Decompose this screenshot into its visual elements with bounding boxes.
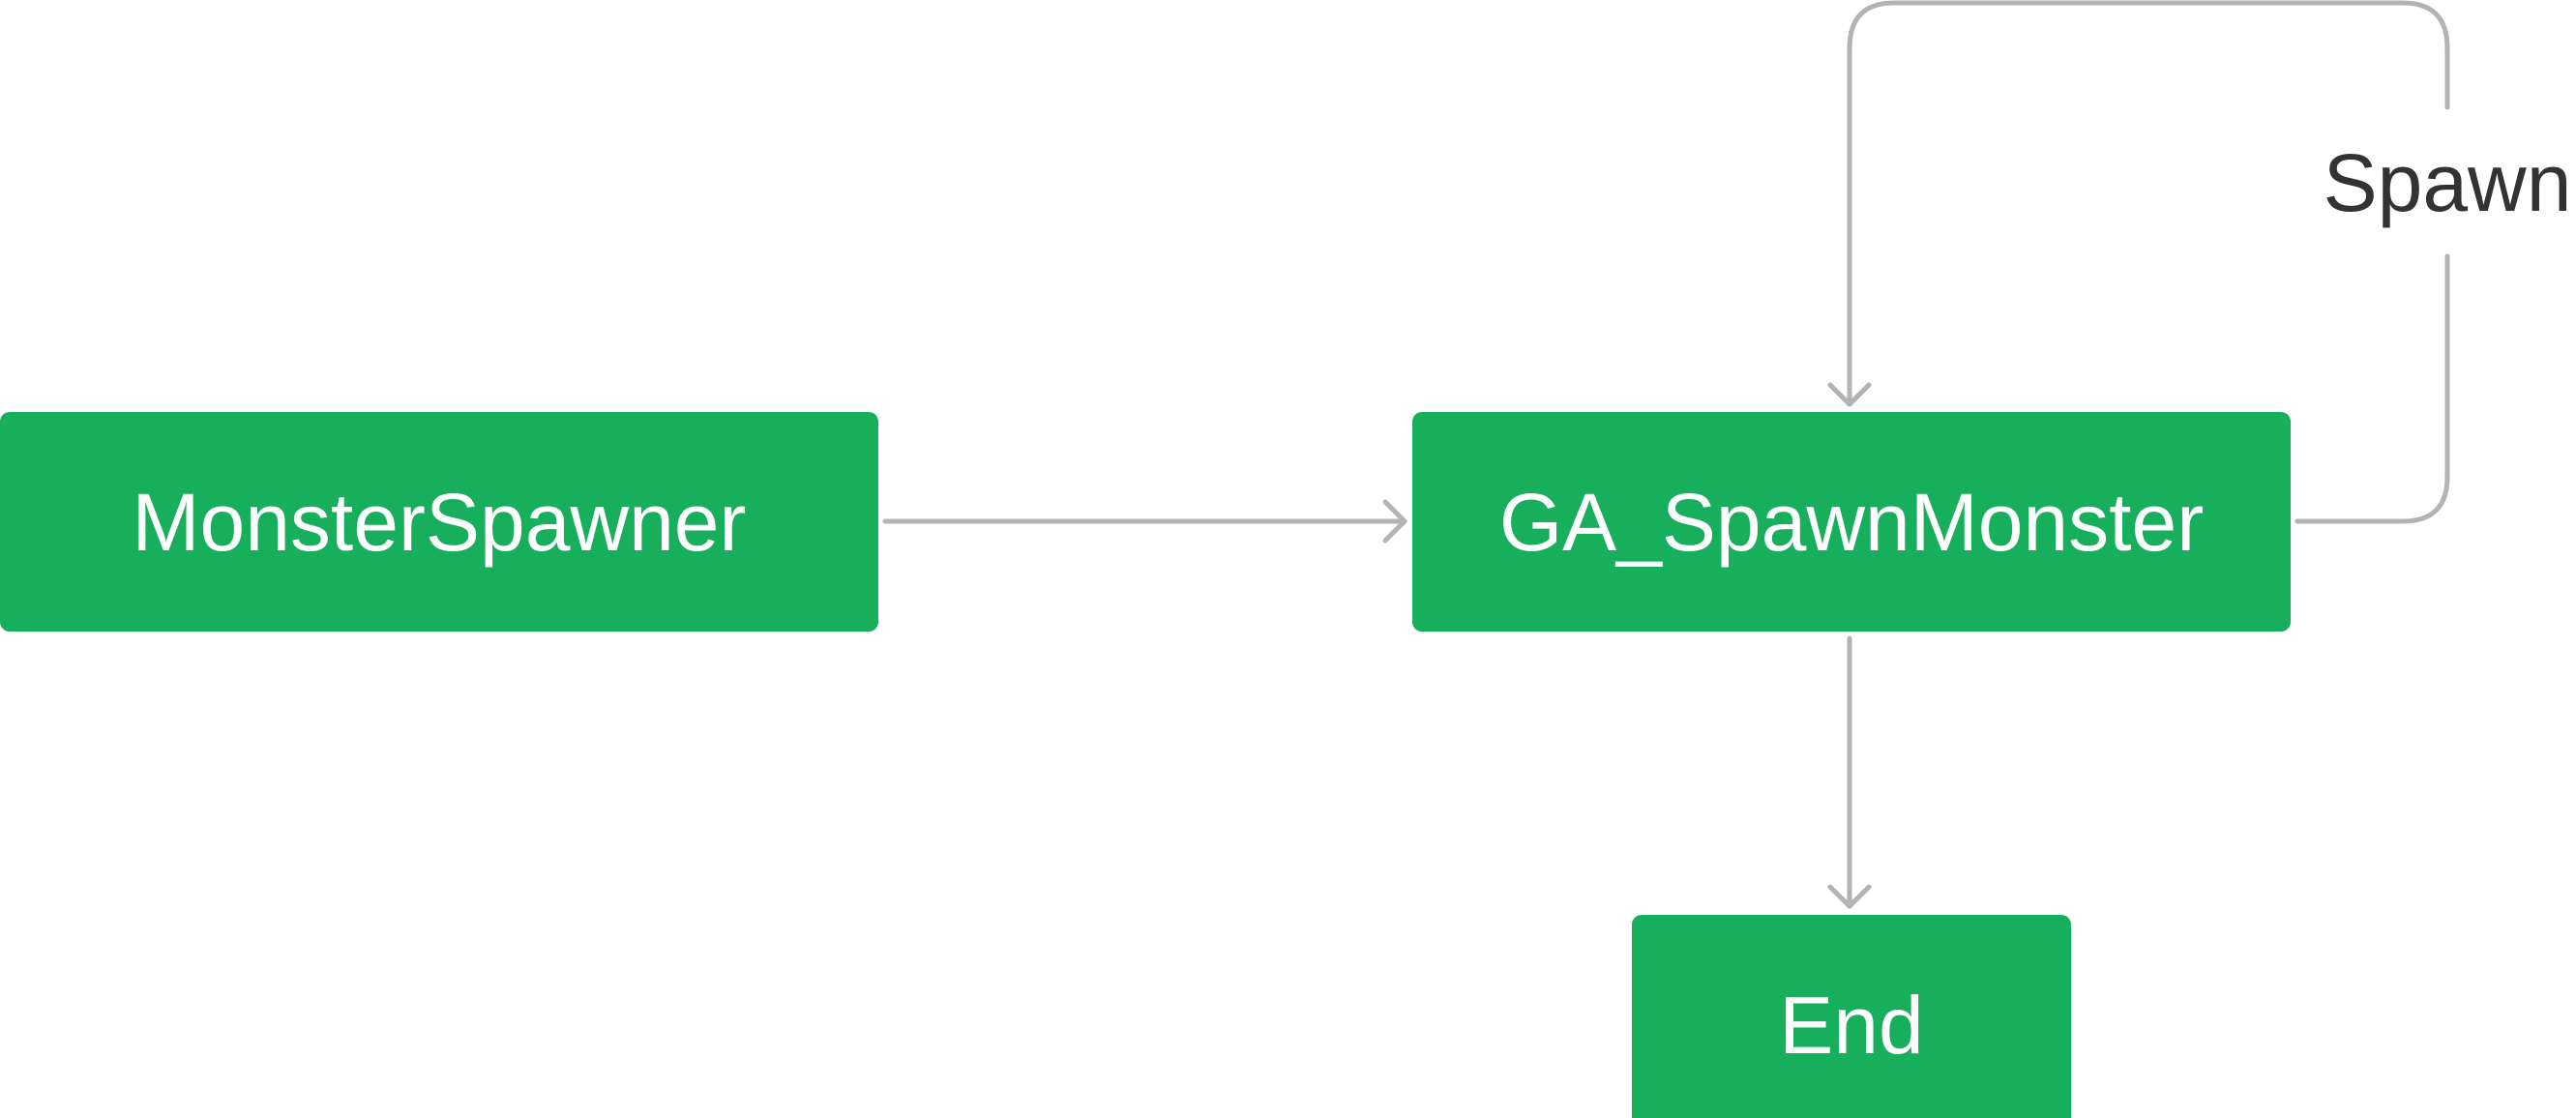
arrowhead-down-icon <box>1827 884 1872 909</box>
node-label: MonsterSpawner <box>133 477 747 568</box>
edge-spawner-to-spawn-monster <box>882 499 1407 544</box>
loop-line-upper <box>1847 0 2450 407</box>
node-monster-spawner[interactable]: MonsterSpawner <box>0 412 878 632</box>
node-label: GA_SpawnMonster <box>1499 477 2204 568</box>
arrowhead-down-icon <box>1827 382 1872 407</box>
edge-spawn-self-loop: Spawn <box>1827 0 2572 524</box>
edge-spawn-monster-to-end <box>1827 635 1872 909</box>
node-end[interactable]: End <box>1632 915 2071 1118</box>
node-box <box>0 412 878 632</box>
node-box <box>1632 915 2071 1118</box>
loop-line-lower <box>2295 253 2450 524</box>
arrowhead-right-icon <box>1382 499 1407 544</box>
node-label: End <box>1779 980 1923 1071</box>
node-ga-spawn-monster[interactable]: GA_SpawnMonster <box>1412 412 2291 632</box>
edge-label-spawn: Spawn <box>2324 137 2572 228</box>
node-box <box>1412 412 2291 632</box>
